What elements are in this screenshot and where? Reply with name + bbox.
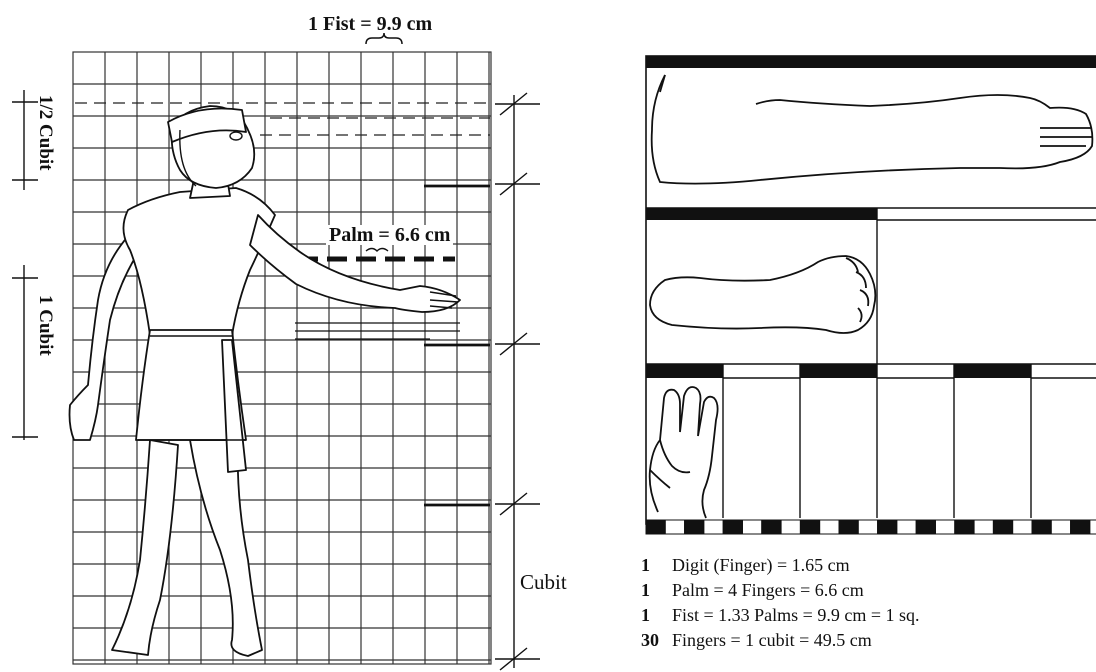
finger-unit-cell xyxy=(955,520,974,534)
finger-unit-cell xyxy=(665,520,684,534)
forearm-drawing xyxy=(652,75,1093,184)
finger-unit-cell xyxy=(974,520,993,534)
palm-bar xyxy=(298,249,455,260)
reference-panel xyxy=(646,56,1096,534)
finger-unit-cell xyxy=(1032,520,1051,534)
finger-unit-cell xyxy=(781,520,800,534)
palm-measure-label: Palm = 6.6 cm xyxy=(326,225,453,245)
legend-qty: 1 xyxy=(641,553,672,578)
finger-unit-cell xyxy=(704,520,723,534)
one-cubit-label: 1 Cubit xyxy=(36,295,55,356)
finger-unit-cell xyxy=(1051,520,1070,534)
finger-unit-cell xyxy=(858,520,877,534)
finger-unit-cell xyxy=(685,520,704,534)
grid-lines xyxy=(73,52,491,664)
legend-text: Digit (Finger) = 1.65 cm xyxy=(672,555,850,575)
finger-unit-cell xyxy=(1071,520,1090,534)
proportion-grid xyxy=(73,52,491,664)
grid-outer-border xyxy=(73,52,491,664)
legend-qty: 30 xyxy=(641,628,672,653)
foot-drawing xyxy=(650,256,875,333)
finger-unit-cell xyxy=(646,520,665,534)
reference-frame xyxy=(646,56,1096,524)
finger-unit-cell xyxy=(878,520,897,534)
finger-unit-cell xyxy=(916,520,935,534)
legend-text: Fingers = 1 cubit = 49.5 cm xyxy=(672,630,872,650)
legend-qty: 1 xyxy=(641,603,672,628)
finger-unit-cell xyxy=(723,520,742,534)
fist-measure-label: 1 Fist = 9.9 cm xyxy=(308,14,432,34)
cubit-measure-label: Cubit xyxy=(520,572,567,593)
finger-unit-cell xyxy=(936,520,955,534)
finger-unit-cell xyxy=(743,520,762,534)
finger-unit-cell xyxy=(800,520,819,534)
forearm-measure-bar xyxy=(295,323,460,339)
legend-text: Palm = 4 Fingers = 6.6 cm xyxy=(672,580,864,600)
finger-scale-strip xyxy=(646,520,1096,534)
legend-text: Fist = 1.33 Palms = 9.9 cm = 1 sq. xyxy=(672,605,919,625)
finger-unit-cell xyxy=(820,520,839,534)
finger-unit-cell xyxy=(993,520,1012,534)
finger-unit-cell xyxy=(1090,520,1096,534)
hand-drawing xyxy=(650,387,718,518)
finger-unit-cell xyxy=(897,520,916,534)
finger-unit-cell xyxy=(762,520,781,534)
finger-unit-cell xyxy=(839,520,858,534)
finger-unit-cell xyxy=(1013,520,1032,534)
legend-qty: 1 xyxy=(641,578,672,603)
half-cubit-label: 1/2 Cubit xyxy=(36,95,55,171)
